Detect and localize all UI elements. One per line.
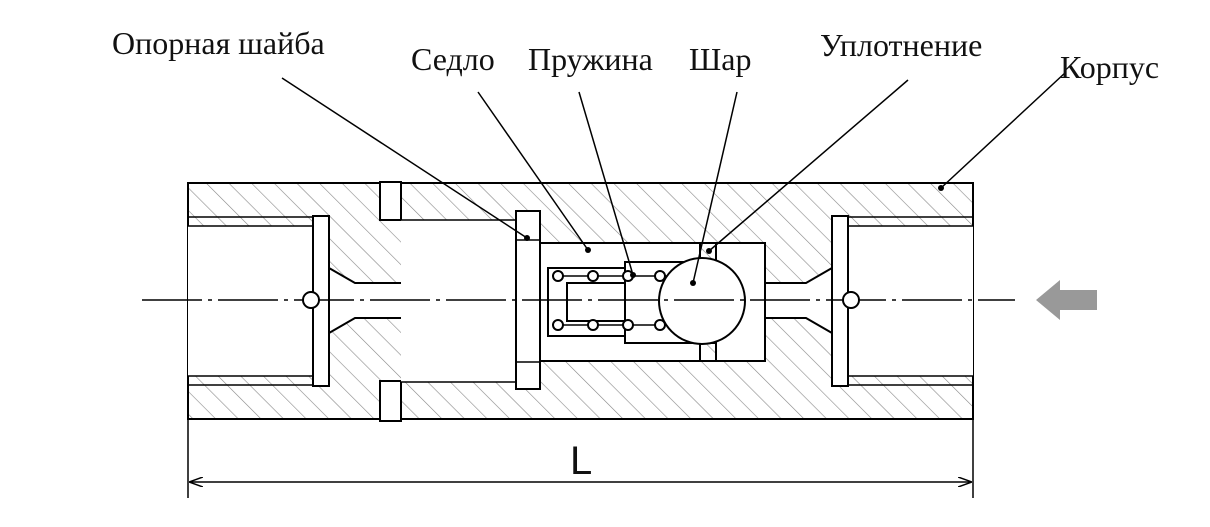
body-label: Корпус [1060, 49, 1159, 85]
washer-label: Опорная шайба [112, 25, 325, 61]
seal-label: Уплотнение [820, 27, 982, 63]
ball-label: Шар [689, 41, 751, 77]
flow-arrow-icon [1036, 280, 1097, 320]
length-dimension: L [187, 419, 974, 498]
centerline [142, 291, 1015, 309]
seat-label: Седло [411, 41, 495, 77]
spring-label: Пружина [528, 41, 653, 77]
spring [552, 270, 675, 331]
leader-lines [281, 71, 1067, 286]
length-label: L [570, 439, 592, 483]
ball [658, 257, 746, 345]
